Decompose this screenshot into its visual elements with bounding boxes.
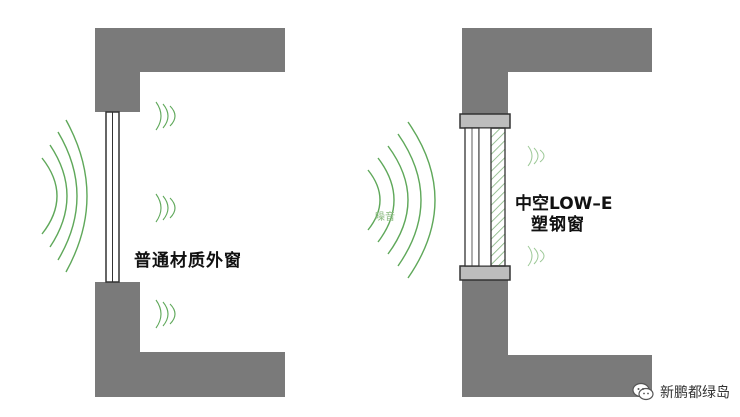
noise-label: 噪音 bbox=[375, 212, 395, 223]
left-wall bbox=[95, 28, 285, 397]
right-transmitted-waves-bottom bbox=[527, 245, 545, 267]
left-transmitted-waves-mid bbox=[155, 193, 176, 223]
watermark-text: 新鹏都绿岛 bbox=[660, 385, 730, 401]
left-noise-waves bbox=[41, 119, 88, 273]
right-wall bbox=[462, 28, 652, 397]
watermark: 新鹏都绿岛 bbox=[632, 381, 730, 403]
left-transmitted-waves-bottom bbox=[155, 299, 176, 329]
right-window-glass bbox=[459, 113, 511, 281]
left-transmitted-waves-top bbox=[155, 101, 176, 131]
right-transmitted-waves-top bbox=[527, 145, 545, 167]
lowe-window-label-line2: 塑钢窗 bbox=[531, 215, 585, 235]
lowe-window-label-line1: 中空LOW–E bbox=[515, 194, 613, 214]
wechat-icon bbox=[632, 381, 654, 403]
ordinary-window-label: 普通材质外窗 bbox=[134, 251, 242, 271]
left-window-glass bbox=[105, 111, 120, 283]
right-noise-waves bbox=[367, 121, 436, 279]
